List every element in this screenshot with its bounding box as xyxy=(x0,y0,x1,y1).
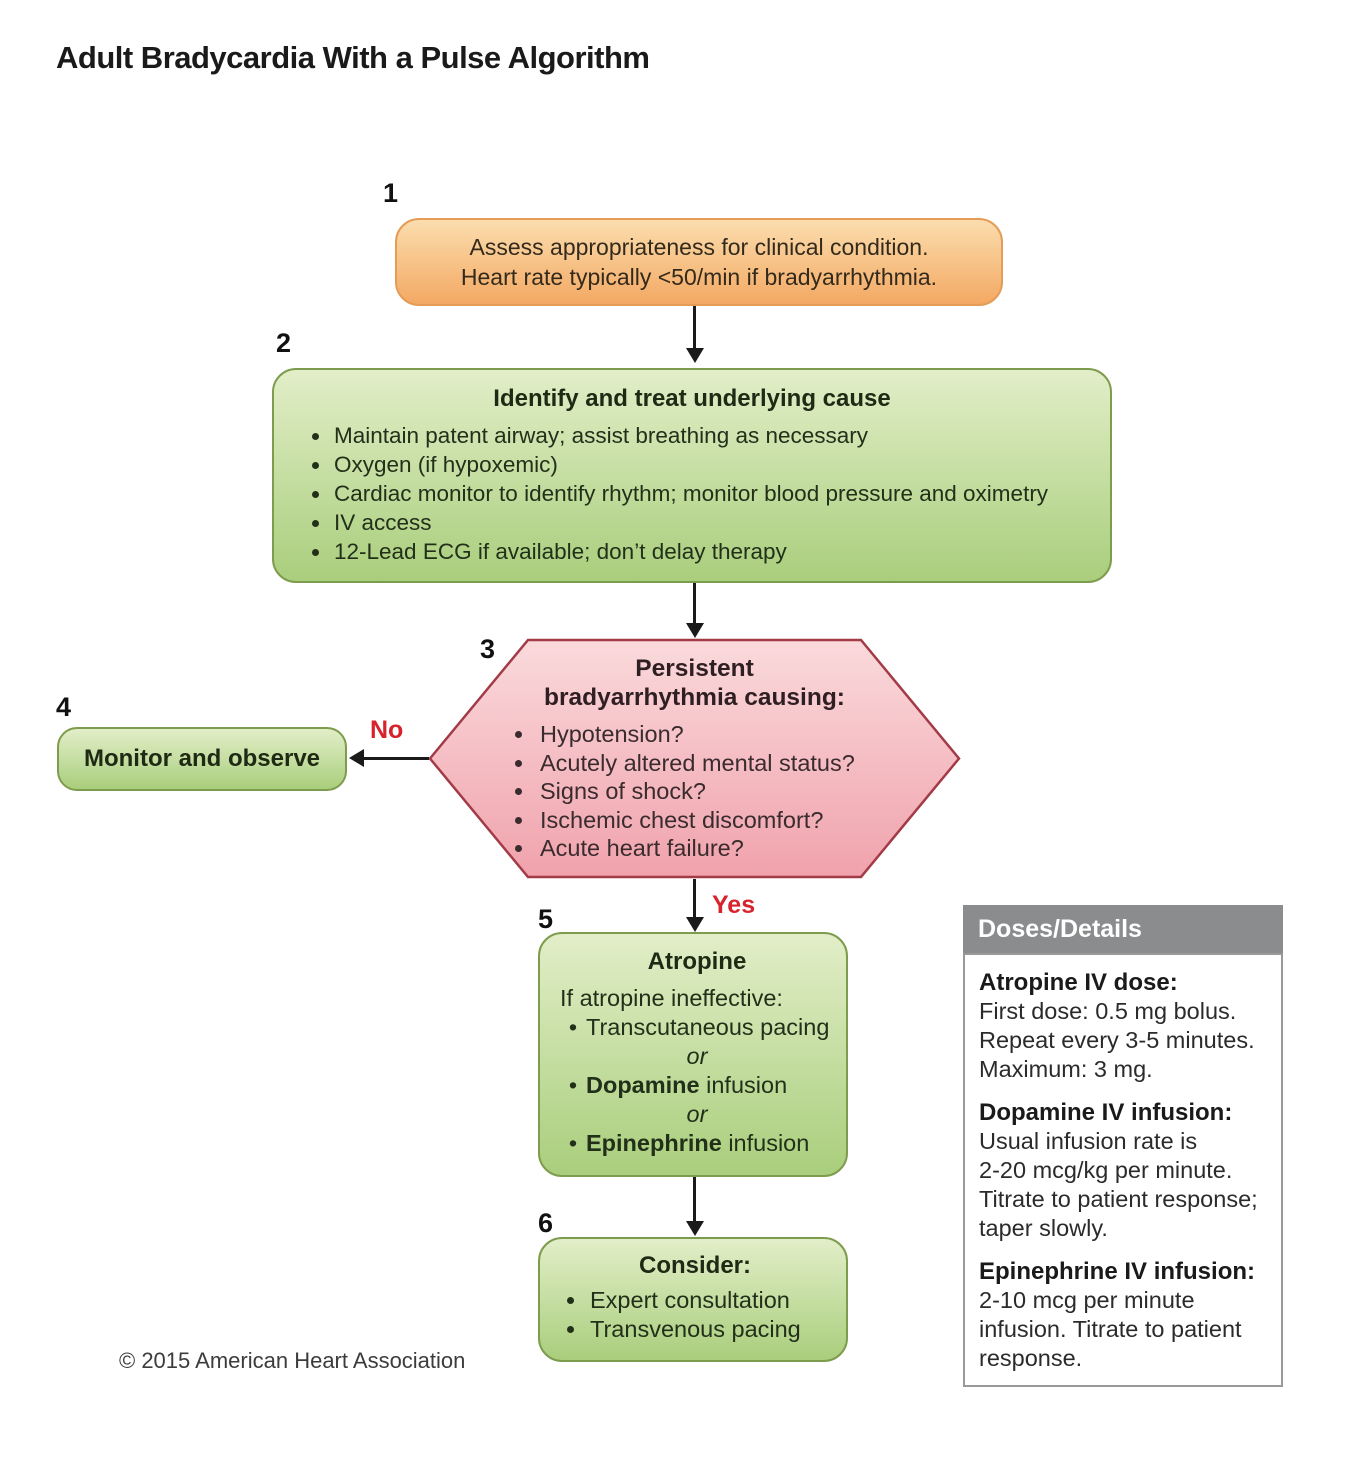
step-3-bullet-list: Hypotension? Acutely altered mental stat… xyxy=(428,720,961,863)
step-5-option-3-rest: infusion xyxy=(721,1130,810,1156)
arrow-4-line xyxy=(693,1177,696,1223)
list-item: Oxygen (if hypoxemic) xyxy=(332,450,1092,479)
step-6-number: 6 xyxy=(538,1208,554,1238)
step-5-option-3: • Epinephrine infusion xyxy=(560,1129,834,1158)
dose-section-heading: Atropine IV dose: xyxy=(979,969,1178,996)
list-item: Signs of shock? xyxy=(536,777,961,806)
bullet-dot: • xyxy=(568,1072,578,1098)
step-1-number: 1 xyxy=(383,178,399,208)
no-arrow-head xyxy=(349,749,364,767)
doses-panel-body: Atropine IV dose: First dose: 0.5 mg bol… xyxy=(963,953,1283,1387)
step-2-box: Identify and treat underlying cause Main… xyxy=(272,368,1112,583)
doses-panel-header: Doses/Details xyxy=(963,905,1283,953)
yes-branch-label: Yes xyxy=(712,891,756,919)
dose-section-body: Usual infusion rate is 2-20 mcg/kg per m… xyxy=(979,1128,1258,1241)
dose-section-heading: Dopamine IV infusion: xyxy=(979,1099,1233,1126)
step-3-title: Persistent bradyarrhythmia causing: xyxy=(544,655,845,711)
step-3-content: Persistent bradyarrhythmia causing: Hypo… xyxy=(428,638,961,879)
arrow-4-head xyxy=(686,1221,704,1236)
list-item: 12-Lead ECG if available; don’t delay th… xyxy=(332,537,1092,566)
step-5-option-2-drug: Dopamine xyxy=(586,1072,700,1098)
hexagon-shape xyxy=(428,638,961,879)
step-5-number: 5 xyxy=(538,904,554,934)
list-item: IV access xyxy=(332,508,1092,537)
no-arrow-line xyxy=(363,757,429,760)
list-item: Acutely altered mental status? xyxy=(536,749,961,778)
arrow-1-head xyxy=(686,348,704,363)
arrow-2-line xyxy=(693,583,696,625)
doses-panel-title: Doses/Details xyxy=(978,914,1142,943)
step-5-option-3-drug: Epinephrine xyxy=(586,1130,722,1156)
step-4-box: Monitor and observe xyxy=(57,727,347,791)
step-1-text: Assess appropriateness for clinical cond… xyxy=(460,234,938,290)
step-5-title: Atropine xyxy=(647,948,747,975)
step-2-title: Identify and treat underlying cause xyxy=(493,385,891,412)
step-5-or-2: or xyxy=(686,1101,708,1127)
dose-section-body: First dose: 0.5 mg bolus. Repeat every 3… xyxy=(979,998,1255,1082)
step-5-box: Atropine If atropine ineffective: • Trans… xyxy=(538,932,848,1177)
step-5-option-1: • Transcutaneous pacing xyxy=(560,1013,834,1042)
bullet-dot: • xyxy=(568,1130,578,1156)
step-5-or-1: or xyxy=(686,1043,708,1069)
dose-section-heading: Epinephrine IV infusion: xyxy=(979,1258,1255,1285)
no-branch-label: No xyxy=(370,716,404,744)
list-item: Maintain patent airway; assist breathing… xyxy=(332,421,1092,450)
list-item: Acute heart failure? xyxy=(536,834,961,863)
step-4-number: 4 xyxy=(56,692,72,722)
step-4-text: Monitor and observe xyxy=(83,745,321,772)
list-item: Hypotension? xyxy=(536,720,961,749)
arrow-1-line xyxy=(693,306,696,350)
page-title: Adult Bradycardia With a Pulse Algorithm xyxy=(56,40,650,75)
list-item: Cardiac monitor to identify rhythm; moni… xyxy=(332,479,1092,508)
yes-arrow-head xyxy=(686,917,704,932)
list-item: Transvenous pacing xyxy=(588,1315,834,1344)
dose-section-body: 2-10 mcg per minute infusion. Titrate to… xyxy=(979,1287,1242,1371)
step-1-box: Assess appropriateness for clinical cond… xyxy=(395,218,1003,306)
step-5-option-1-text: Transcutaneous pacing xyxy=(586,1014,830,1040)
arrow-2-head xyxy=(686,623,704,638)
step-2-bullet-list: Maintain patent airway; assist breathing… xyxy=(292,421,1092,566)
copyright-note: © 2015 American Heart Association xyxy=(119,1348,466,1373)
bullet-dot: • xyxy=(568,1014,578,1040)
yes-arrow-line xyxy=(693,879,696,919)
step-6-title: Consider: xyxy=(638,1252,751,1279)
step-5-intro: If atropine ineffective: xyxy=(560,985,783,1011)
list-item: Expert consultation xyxy=(588,1286,834,1315)
step-2-number: 2 xyxy=(276,328,292,358)
list-item: Ischemic chest discomfort? xyxy=(536,806,961,835)
step-5-option-2: • Dopamine infusion xyxy=(560,1071,834,1100)
step-5-option-2-rest: infusion xyxy=(699,1072,788,1098)
step-3-number: 3 xyxy=(480,634,496,664)
step-3-decision-hexagon: Persistent bradyarrhythmia causing: Hypo… xyxy=(428,638,961,879)
step-6-box: Consider: Expert consultation Transvenou… xyxy=(538,1237,848,1362)
step-6-bullet-list: Expert consultation Transvenous pacing xyxy=(556,1286,834,1344)
